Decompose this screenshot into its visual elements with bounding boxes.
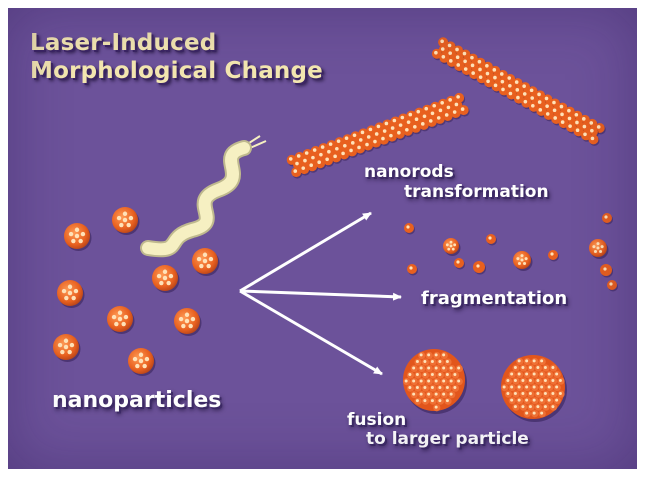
nanoparticle — [128, 348, 156, 376]
nanoparticle — [64, 223, 92, 251]
nanoparticle — [57, 280, 85, 308]
nanorods-group — [287, 37, 606, 178]
nanoparticle — [107, 306, 135, 334]
label-nanorods: nanorods — [364, 162, 454, 182]
label-fragmentation: fragmentation — [421, 288, 567, 309]
nanoparticle — [174, 308, 202, 336]
fragment-particle — [513, 251, 533, 271]
arrow-to-fragmentation — [240, 291, 401, 297]
fragments-group — [404, 213, 618, 292]
label-nanoparticles: nanoparticles — [52, 388, 221, 413]
nanorod-upper — [432, 37, 606, 146]
arrow-to-fusion — [240, 291, 382, 374]
arrow-to-nanorods — [240, 213, 371, 291]
label-transformation: transformation — [404, 182, 549, 202]
diagram-panel: Laser-Induced Morphological Change — [8, 8, 637, 469]
label-to-larger-particle: to larger particle — [366, 429, 529, 449]
transformation-arrows — [240, 213, 401, 374]
fused-particles-group — [403, 349, 567, 422]
label-fusion: fusion — [347, 410, 406, 430]
nanoparticle — [112, 207, 140, 235]
fused-particle-right — [501, 355, 567, 422]
fragment-particle — [443, 238, 461, 256]
nanoparticle — [152, 265, 180, 293]
fused-particle-left — [403, 349, 467, 414]
nanoparticle — [53, 334, 81, 362]
nanoparticle — [192, 248, 220, 276]
fragment-particle — [589, 239, 609, 259]
laser-beam — [148, 136, 266, 249]
